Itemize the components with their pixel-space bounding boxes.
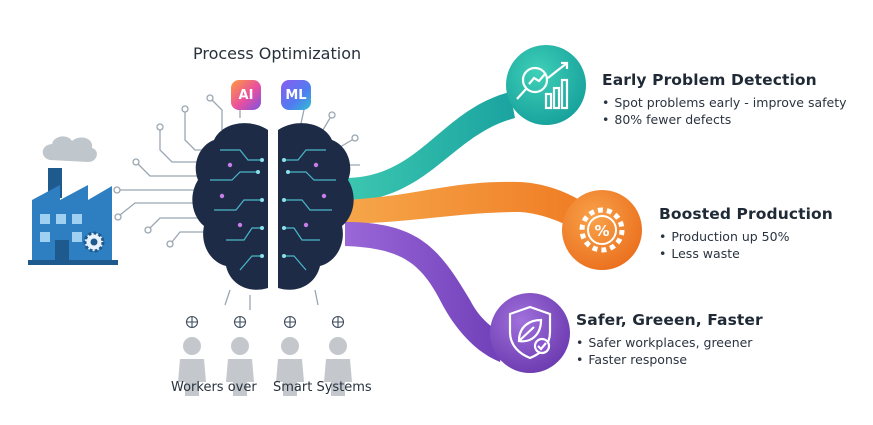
- outcome-heading: Safer, Greeen, Faster: [576, 311, 763, 329]
- person-icon: [178, 337, 206, 396]
- purple-ribbon: [345, 222, 505, 362]
- outcome-production: Boosted Production Production up 50% Les…: [659, 205, 833, 262]
- teal-ribbon: [345, 92, 515, 202]
- outcome-heading: Early Problem Detection: [602, 71, 817, 89]
- factory-icon: [28, 136, 118, 265]
- outcome-detection: Early Problem Detection Spot problems ea…: [602, 71, 847, 128]
- diagram-title: Process Optimization: [193, 44, 362, 63]
- ai-badge-label: AI: [238, 87, 254, 103]
- outcome-circle-detection: [506, 45, 586, 125]
- caption-smart-systems: Smart Systems: [273, 380, 372, 395]
- gear-percent-icon: %: [579, 207, 625, 253]
- shield-leaf-icon: [508, 305, 552, 360]
- brain-left-hemisphere: [192, 123, 268, 290]
- brain-icon: [192, 123, 354, 290]
- outcome-safety: Safer, Greeen, Faster Safer workplaces, …: [576, 311, 763, 368]
- person-icon: [276, 337, 304, 396]
- svg-text:%: %: [594, 222, 609, 240]
- ml-badge: ML: [281, 80, 311, 110]
- person-brain-icons: [185, 315, 345, 329]
- caption-workers: Workers over: [171, 380, 257, 395]
- outcome-bullet: Safer workplaces, greener: [576, 334, 763, 351]
- ai-badge: AI: [231, 80, 261, 110]
- person-icon: [324, 337, 352, 396]
- brain-right-hemisphere: [278, 123, 354, 290]
- orange-ribbon: [345, 181, 600, 245]
- outcome-bullet: Spot problems early - improve safety: [602, 94, 846, 111]
- outcome-circle-safety: [490, 293, 570, 373]
- outcome-bullet: 80% fewer defects: [602, 111, 847, 128]
- ml-badge-label: ML: [285, 87, 307, 103]
- magnifier-chart-icon: [516, 61, 569, 110]
- outcome-bullet: Faster response: [576, 351, 763, 368]
- person-icon: [226, 337, 254, 396]
- outcome-bullet: Production up 50%: [659, 228, 833, 245]
- factory-gear-icon: [83, 231, 105, 253]
- people-group: [178, 337, 352, 396]
- outcome-heading: Boosted Production: [659, 205, 833, 223]
- outcome-bullet: Less waste: [659, 245, 833, 262]
- outcome-circle-production: %: [562, 190, 642, 270]
